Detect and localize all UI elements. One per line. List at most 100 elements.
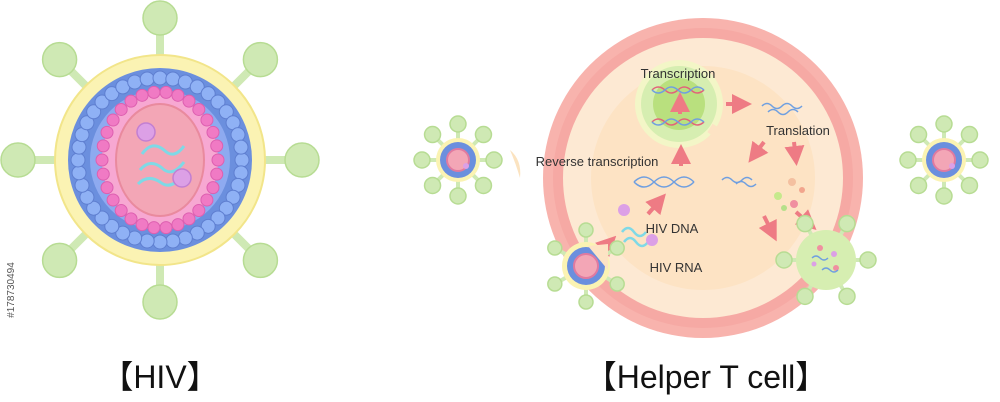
bead <box>234 166 248 180</box>
hiv-virus-small-left <box>414 116 502 204</box>
membrane-crescent <box>510 150 520 178</box>
spike-knob <box>860 252 876 268</box>
protein <box>788 178 796 186</box>
bead <box>101 182 113 194</box>
spike-knob <box>839 288 855 304</box>
spike-knob <box>548 241 562 255</box>
bead <box>234 140 248 154</box>
label-translation: Translation <box>766 123 830 138</box>
label-transcription: Transcription <box>641 66 716 81</box>
spike-knob <box>936 116 952 132</box>
enzyme <box>618 204 630 216</box>
side-id: #178730494 <box>6 262 17 318</box>
spike-knob <box>961 127 977 143</box>
spike-knob <box>610 277 624 291</box>
bead <box>101 126 113 138</box>
spike-knob <box>579 295 593 309</box>
bead <box>212 154 224 166</box>
bead <box>72 140 86 154</box>
bead <box>183 213 195 225</box>
spike-knob <box>961 177 977 193</box>
bead <box>207 126 219 138</box>
enzyme <box>173 169 191 187</box>
bead <box>160 222 172 234</box>
spike-knob <box>475 127 491 143</box>
bead <box>153 71 167 85</box>
spike-knob <box>143 285 177 319</box>
bead <box>97 140 109 152</box>
bead <box>115 103 127 115</box>
spike-knob <box>579 223 593 237</box>
bead <box>201 114 213 126</box>
bead <box>107 194 119 206</box>
spike-knob <box>797 216 813 232</box>
title-hiv: 【HIV】 <box>101 359 218 395</box>
title-helper-t-cell: 【Helper T cell】 <box>585 359 827 395</box>
bead <box>97 168 109 180</box>
bead <box>166 234 180 248</box>
bead <box>148 86 160 98</box>
spike-knob <box>486 152 502 168</box>
bead <box>71 153 85 167</box>
bead <box>172 219 184 231</box>
bead <box>193 103 205 115</box>
hiv-virus-large <box>1 1 319 319</box>
spike-knob <box>1 143 35 177</box>
spike-knob <box>548 277 562 291</box>
bead <box>136 89 148 101</box>
spike-knob <box>243 43 277 77</box>
spike-knob <box>972 152 988 168</box>
bead <box>211 140 223 152</box>
protein <box>790 200 798 208</box>
spike-knob <box>43 243 77 277</box>
spike-knob <box>610 241 624 255</box>
protein <box>774 192 782 200</box>
bead <box>183 95 195 107</box>
bead <box>115 205 127 217</box>
label-hiv-dna: HIV DNA <box>646 221 699 236</box>
bead <box>140 72 154 86</box>
spike-knob <box>285 143 319 177</box>
hiv-virus-small-right <box>900 116 988 204</box>
bead <box>140 234 154 248</box>
bead <box>96 154 108 166</box>
spike-knob <box>776 252 792 268</box>
spike-knob <box>143 1 177 35</box>
label-reverse-transcription: Reverse transcription <box>536 154 659 169</box>
spike-knob <box>911 177 927 193</box>
bead <box>178 231 192 245</box>
spike-knob <box>475 177 491 193</box>
bead <box>72 166 86 180</box>
protein <box>781 205 787 211</box>
spike-knob <box>900 152 916 168</box>
bead <box>207 182 219 194</box>
bead <box>235 153 249 167</box>
bead <box>211 168 223 180</box>
enzyme <box>137 123 155 141</box>
spike-knob <box>839 216 855 232</box>
bead <box>75 178 89 192</box>
bead <box>201 194 213 206</box>
bead <box>172 89 184 101</box>
bead <box>125 95 137 107</box>
spike-knob <box>936 188 952 204</box>
bead <box>153 235 167 249</box>
spike-knob <box>414 152 430 168</box>
spike-knob <box>911 127 927 143</box>
spike-knob <box>425 177 441 193</box>
bead <box>160 86 172 98</box>
label-hiv-rna: HIV RNA <box>650 260 703 275</box>
bead <box>125 213 137 225</box>
spike-knob <box>450 188 466 204</box>
bead <box>107 114 119 126</box>
bead <box>148 222 160 234</box>
spike-knob <box>425 127 441 143</box>
bead <box>128 75 142 89</box>
core <box>116 104 204 216</box>
spike-knob <box>43 43 77 77</box>
bead <box>166 72 180 86</box>
bead <box>231 128 245 142</box>
bead <box>136 219 148 231</box>
protein <box>799 187 805 193</box>
